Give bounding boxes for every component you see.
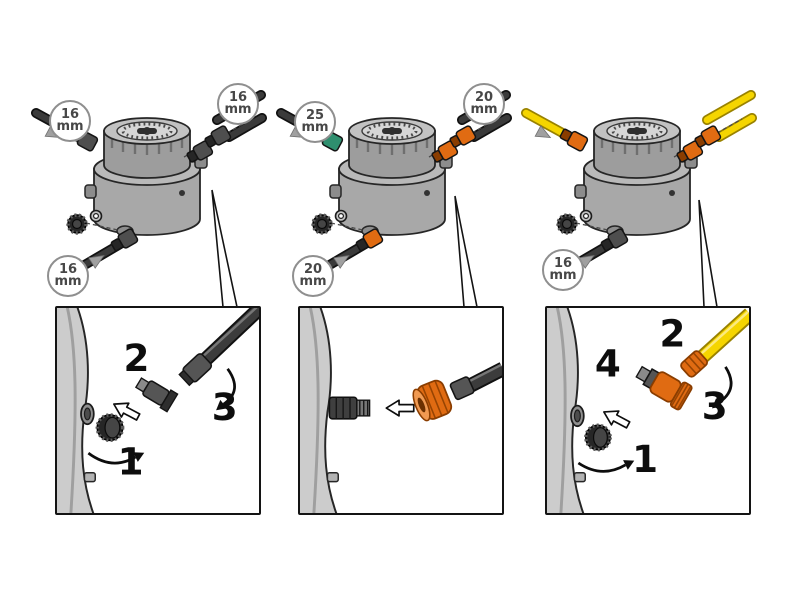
step-number-2: 2	[123, 336, 149, 380]
distributor-device	[84, 117, 208, 237]
badge-unit: mm	[56, 119, 84, 134]
hose-connector	[355, 228, 384, 252]
badge-unit: mm	[549, 268, 577, 283]
size-badge: 16 mm	[47, 255, 89, 297]
badge-unit: mm	[470, 102, 498, 117]
rotate-arrow-icon	[87, 452, 137, 465]
outlet-port	[84, 184, 97, 199]
assembly-scene-3	[521, 90, 757, 275]
hose-connector	[559, 128, 589, 152]
badge-unit: mm	[224, 102, 252, 117]
coupling-piece	[134, 377, 179, 413]
rotate-arrow-icon	[577, 461, 627, 473]
washer	[89, 209, 103, 223]
badge-value: 25	[305, 108, 325, 123]
end-cap	[584, 423, 612, 452]
insert-arrow-icon	[113, 402, 141, 421]
size-badge: 20 mm	[292, 255, 334, 297]
size-badge: 16 mm	[49, 100, 91, 142]
hose-connector	[204, 125, 232, 148]
detail-inset-3: 4 2 3 1	[545, 306, 751, 515]
detail-inset-2	[298, 306, 504, 515]
detail-drawing-2	[300, 308, 502, 513]
insert-arrow-icon	[603, 410, 631, 429]
size-badge: 25 mm	[294, 101, 336, 143]
hose-connector	[694, 125, 722, 148]
hose-sleeve	[178, 353, 213, 387]
hose-connector	[600, 228, 629, 252]
badge-value: 16	[58, 262, 78, 277]
badge-value: 16	[228, 90, 248, 105]
rotate-arrow-icon	[222, 368, 236, 406]
badge-unit: mm	[54, 274, 82, 289]
step-number-3: 3	[212, 385, 238, 429]
detail-drawing-1: 2 3 1	[57, 308, 259, 513]
step-number-4: 4	[595, 342, 621, 386]
badge-value: 16	[553, 256, 573, 271]
washer	[579, 209, 593, 223]
badge-value: 20	[303, 262, 323, 277]
distributor-device	[574, 117, 698, 237]
hose-connector	[449, 125, 477, 148]
step-number-1: 1	[632, 437, 658, 481]
detail-drawing-3: 4 2 3 1	[547, 308, 749, 513]
tap-connector-orange	[635, 365, 693, 411]
distributor-device	[329, 117, 453, 237]
union-nut-orange	[412, 379, 453, 422]
threaded-fitting	[328, 396, 371, 420]
push-arrow-icon	[333, 255, 350, 269]
end-cap	[556, 213, 578, 235]
detail-inset-1: 2 3 1	[55, 306, 261, 515]
hose-sleeve	[680, 350, 709, 378]
push-arrow-icon	[88, 255, 105, 269]
step-number-1: 1	[118, 440, 144, 484]
washer	[334, 209, 348, 223]
badge-unit: mm	[301, 120, 329, 135]
outlet-port	[574, 184, 587, 199]
push-arrow-icon	[534, 124, 552, 139]
outlet-port	[570, 404, 585, 428]
size-badge: 16 mm	[542, 249, 584, 291]
badge-unit: mm	[299, 274, 327, 289]
outlet-port	[329, 184, 342, 199]
outlet-port	[80, 402, 95, 426]
badge-value: 16	[60, 107, 80, 122]
insert-arrow-icon	[385, 399, 415, 417]
hose-connector	[110, 228, 139, 252]
step-number-2: 2	[660, 311, 686, 355]
end-cap	[66, 213, 88, 235]
size-badge: 20 mm	[463, 83, 505, 125]
end-cap	[311, 213, 333, 235]
rotate-arrow-icon	[718, 366, 733, 404]
badge-value: 20	[474, 90, 494, 105]
assembly-scene-1	[31, 90, 267, 275]
hose-connector	[186, 140, 214, 163]
hose-sleeve	[449, 376, 475, 401]
end-cap	[95, 413, 125, 443]
size-badge: 16 mm	[217, 83, 259, 125]
step-number-3: 3	[702, 384, 728, 428]
